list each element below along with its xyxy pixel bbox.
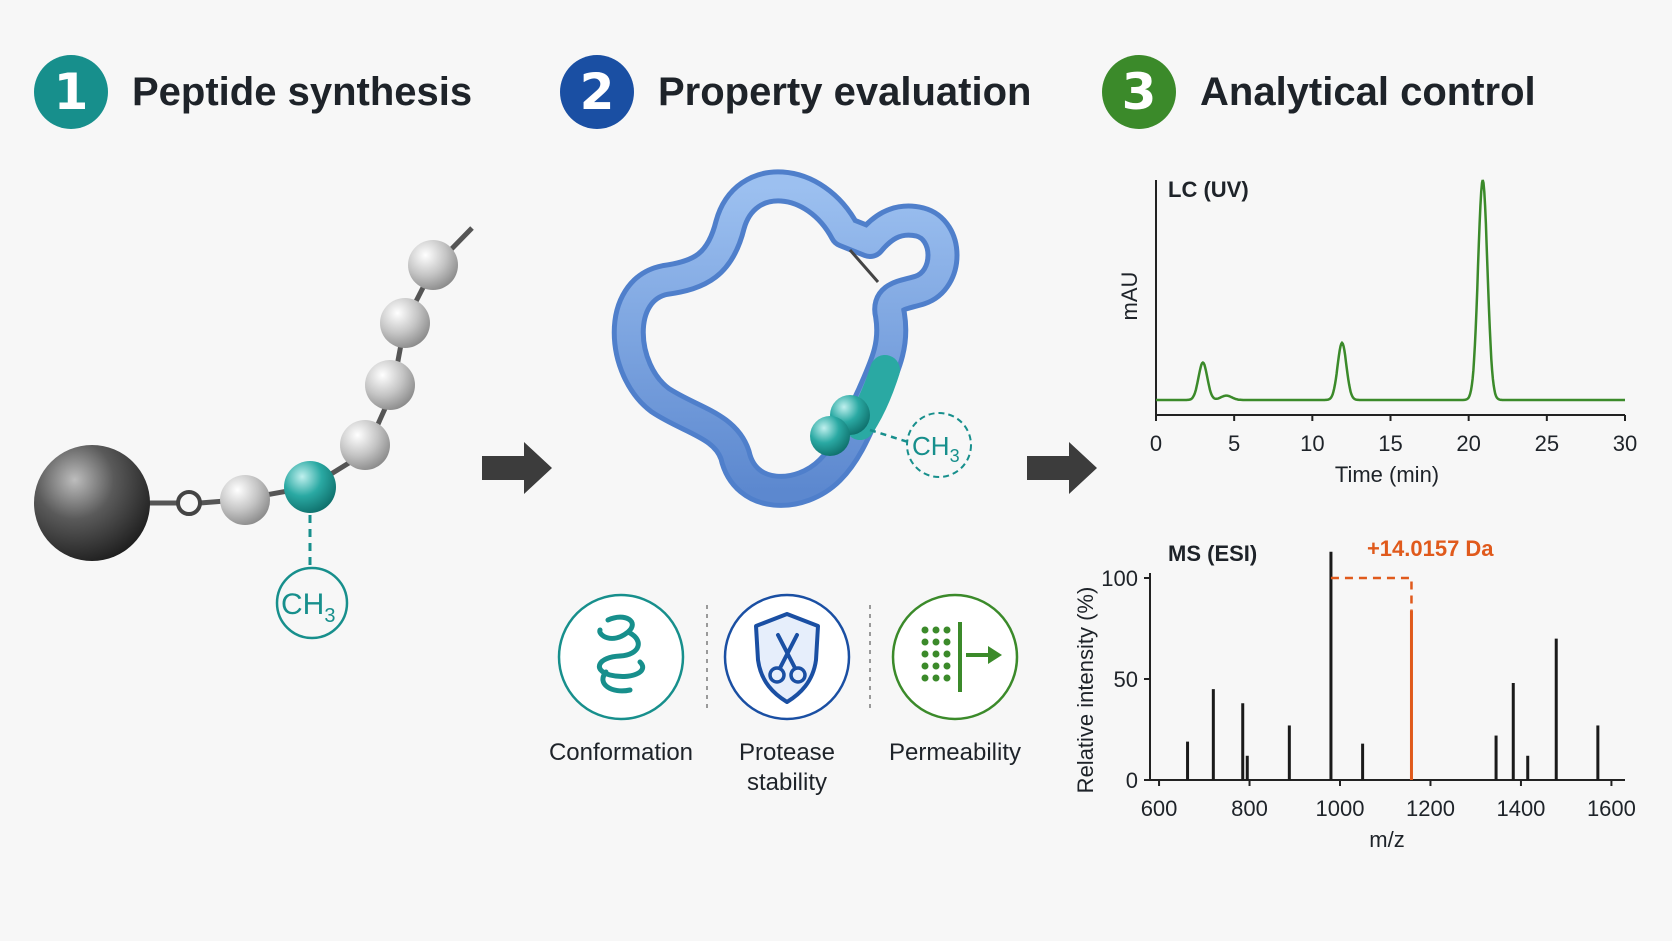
- property-label-permeability: Permeability: [888, 739, 1022, 766]
- property-label-conformation: Conformation: [548, 739, 694, 766]
- cyclic-peptide-illustration: CH3: [611, 169, 972, 508]
- amino-acid-bead: [340, 420, 390, 470]
- arrow-right-icon: [1027, 442, 1097, 494]
- linker-ring: [176, 490, 202, 516]
- step-2-badge: 2: [560, 55, 634, 129]
- shield-scissors-icon: [723, 593, 851, 721]
- step-1-header: 1 Peptide synthesis: [34, 55, 472, 129]
- ms-esi-chart: MS (ESI) Relative intensity (%) 600 800 10…: [1073, 536, 1636, 852]
- ms-x-tick-label: 1400: [1496, 796, 1545, 821]
- ms-x-tick-label: 1200: [1406, 796, 1455, 821]
- step-1-title: Peptide synthesis: [132, 69, 473, 114]
- lc-x-tick-label: 30: [1613, 431, 1637, 456]
- methyl-circle: [275, 566, 349, 640]
- amino-acid-bead: [408, 240, 458, 290]
- membrane-arrow-icon: [891, 593, 1019, 721]
- ms-x-tick-label: 1600: [1587, 796, 1636, 821]
- step-3-badge: 3: [1102, 55, 1176, 129]
- step-1-badge: 1: [34, 55, 108, 129]
- property-label-protease-stability: Protease stability: [738, 739, 836, 796]
- arrow-right-icon: [482, 442, 552, 494]
- ribbon-helix-icon: [557, 593, 685, 721]
- amino-acid-bead: [365, 360, 415, 410]
- ms-y-tick-label: 50: [1114, 667, 1138, 692]
- ms-x-tick-label: 600: [1141, 796, 1178, 821]
- step-2-header: 2 Property evaluation: [560, 55, 1031, 129]
- lc-x-tick-label: 5: [1228, 431, 1240, 456]
- lc-trace: [1156, 179, 1625, 402]
- step-3-header: 3 Analytical control: [1102, 55, 1536, 129]
- ms-y-tick-label: 0: [1126, 768, 1138, 793]
- amino-acid-bead: [220, 475, 270, 525]
- lc-x-tick-label: 20: [1456, 431, 1480, 456]
- ms-y-axis-label: Relative intensity (%): [1073, 587, 1098, 794]
- lc-y-axis-label: mAU: [1117, 272, 1142, 321]
- ms-x-tick-label: 1000: [1316, 796, 1365, 821]
- mass-shift-annotation: +14.0157 Da: [1367, 536, 1494, 561]
- methyl-dashed-line: [869, 428, 909, 444]
- synthesis-illustration: CH3: [34, 226, 474, 640]
- ms-chart-title: MS (ESI): [1168, 541, 1257, 566]
- lc-x-axis-label: Time (min): [1335, 462, 1439, 487]
- ms-x-axis-label: m/z: [1369, 827, 1404, 852]
- methylated-residue-bead: [810, 416, 850, 456]
- lc-chart-title: LC (UV): [1168, 177, 1249, 202]
- lc-x-tick-label: 0: [1150, 431, 1162, 456]
- methyl-label: CH3: [912, 431, 960, 466]
- ms-y-tick-label: 100: [1101, 566, 1138, 591]
- lc-x-tick-label: 15: [1378, 431, 1402, 456]
- lc-uv-chart: LC (UV) mAU 0 5 10 15 20 25 30 Time (min): [1117, 177, 1637, 487]
- methyl-label: CH3: [281, 588, 335, 627]
- ms-x-tick-label: 800: [1231, 796, 1268, 821]
- methylated-amino-acid-bead: [284, 461, 336, 513]
- mass-shift-bracket: [1330, 576, 1413, 611]
- step-3-title: Analytical control: [1200, 69, 1536, 114]
- amino-acid-bead: [380, 298, 430, 348]
- property-icons: [557, 593, 1019, 721]
- step-2-title: Property evaluation: [658, 69, 1032, 114]
- resin-bead: [34, 445, 150, 561]
- lc-x-tick-label: 25: [1535, 431, 1559, 456]
- linker-bond: [848, 249, 880, 283]
- lc-x-tick-label: 10: [1300, 431, 1324, 456]
- methyl-circle: [906, 412, 972, 478]
